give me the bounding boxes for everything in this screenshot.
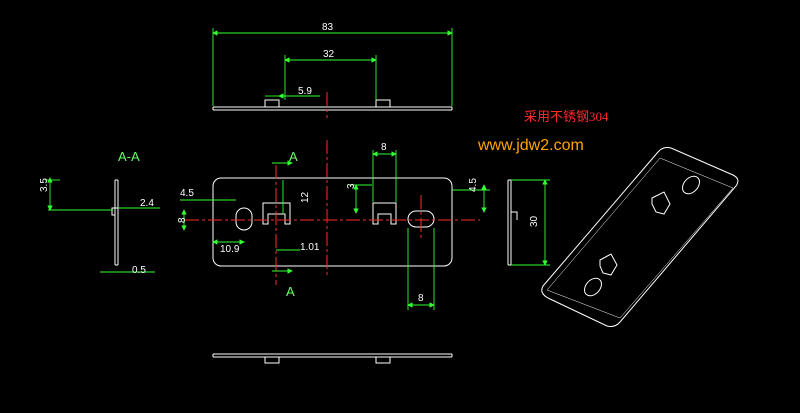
front-view xyxy=(180,140,490,310)
dim-section-height: 3.5 xyxy=(39,178,50,192)
dim-top-slot-spacing: 32 xyxy=(323,49,335,60)
dim-front-hole-width: 8 xyxy=(177,217,188,223)
website-note: www.jdw2.com xyxy=(477,137,584,154)
dim-section-tab: 2.4 xyxy=(140,198,154,209)
dim-side-total-height: 30 xyxy=(529,215,540,227)
dim-front-slot-depth: 3 xyxy=(346,183,357,189)
dim-front-tab-offset: 1.01 xyxy=(300,242,320,253)
section-view xyxy=(45,177,160,273)
section-label: A-A xyxy=(118,149,140,164)
cut-marker-bottom: A xyxy=(286,284,295,299)
dim-section-thickness: 0.5 xyxy=(132,265,146,276)
dim-front-hole-height: 4.5 xyxy=(180,188,194,199)
dim-side-tab-height: 4.5 xyxy=(468,178,479,192)
bottom-view xyxy=(212,353,453,364)
dim-top-overall: 83 xyxy=(322,22,334,33)
dim-front-hole-offset: 10.9 xyxy=(220,244,240,255)
isometric-view xyxy=(541,147,739,327)
dim-front-right-hole-width: 8 xyxy=(418,293,424,304)
dim-front-slot-width: 8 xyxy=(381,142,387,153)
side-view xyxy=(507,179,550,266)
cut-marker-top: A xyxy=(289,149,298,164)
top-view xyxy=(212,28,453,118)
dim-front-tab-height: 12 xyxy=(300,191,311,203)
material-note: 采用不锈钢304 xyxy=(524,109,609,124)
dim-top-tab-offset: 5.9 xyxy=(298,86,312,97)
